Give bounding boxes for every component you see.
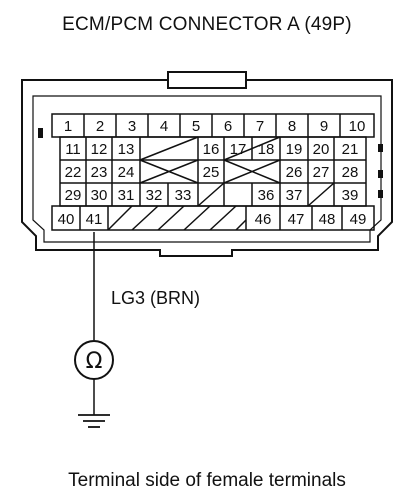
pin-label: 37 [286,187,303,204]
wire-label: LG3 (BRN) [111,288,201,308]
pin-label: 6 [224,118,232,135]
pin-label: 32 [146,187,163,204]
pin-label: 25 [203,164,220,181]
pin-label: 12 [91,141,108,158]
pin-label: 49 [350,211,367,228]
pin-label: 19 [286,141,303,158]
pin-label: 48 [319,211,336,228]
left-key [38,128,43,138]
right-key-3 [378,190,383,198]
connector-title: ECM/PCM CONNECTOR A (49P) [62,14,352,35]
pin-label: 13 [118,141,135,158]
pin-label: 23 [91,164,108,181]
pin-label: 7 [256,118,264,135]
pin-label: 16 [203,141,220,158]
pin-label: 41 [86,211,103,228]
latch-tab [167,71,247,88]
right-key-2 [378,170,383,178]
pin-label: 29 [65,187,82,204]
pin-label: 33 [175,187,192,204]
pin-label: 27 [313,164,330,181]
pin-label: 36 [258,187,275,204]
pin-label: 17 [230,141,247,158]
pin-label: 20 [313,141,330,158]
pin-label: 5 [192,118,200,135]
pin-label: 28 [342,164,359,181]
pin-label: 26 [286,164,303,181]
pin-labels: 1 2 3 4 5 6 7 8 9 10 11 12 13 16 17 18 1… [58,118,367,228]
connector-inner-border [32,95,382,243]
pin-label: 46 [255,211,272,228]
pin-label: 4 [160,118,168,135]
terminal-side-caption: Terminal side of female terminals [68,470,346,491]
pin-label: 31 [118,187,135,204]
pin-label: 10 [349,118,366,135]
pin-label: 3 [128,118,136,135]
pin-label: 18 [258,141,275,158]
pin-label: 30 [91,187,108,204]
pin-label: 21 [342,141,359,158]
ohm-symbol: Ω [86,349,103,374]
pin-label: 9 [320,118,328,135]
ground-icon [78,414,110,428]
pin-label: 11 [65,141,81,158]
connector-shell [21,79,393,257]
right-key-1 [378,144,383,152]
pin-label: 40 [58,211,75,228]
pin-grid [51,113,375,231]
pin-label: 39 [342,187,359,204]
pin-label: 47 [288,211,305,228]
ohmmeter-icon: Ω [74,340,114,380]
pin-label: 1 [64,118,72,135]
pin-label: 22 [65,164,82,181]
pin-label: 24 [118,164,135,181]
pin-label: 2 [96,118,104,135]
pin-label: 8 [288,118,296,135]
